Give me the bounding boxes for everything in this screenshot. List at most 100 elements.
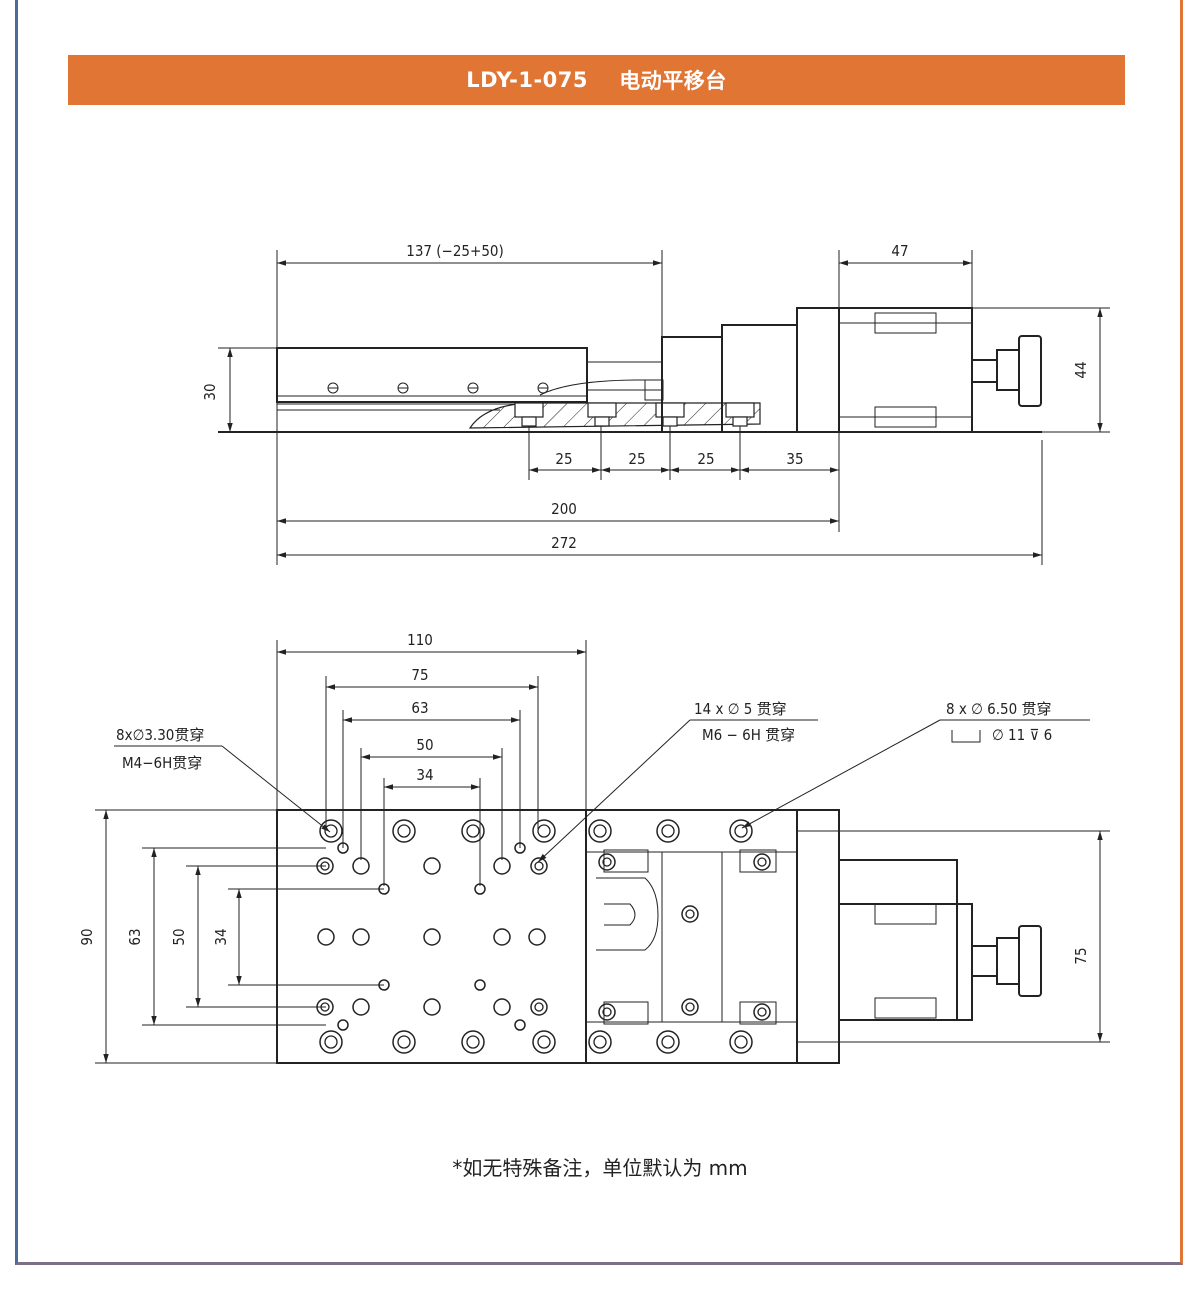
callout-right-2: ∅ 11 ⊽ 6 bbox=[992, 726, 1052, 744]
through-hole bbox=[352, 857, 370, 875]
counterbore-hole bbox=[729, 819, 753, 843]
small-hole bbox=[337, 842, 349, 854]
threaded-hole-inner bbox=[757, 857, 767, 867]
page-frame bbox=[15, 0, 1183, 1265]
counterbore-hole bbox=[729, 1030, 753, 1054]
threaded-hole bbox=[530, 998, 548, 1016]
threaded-hole bbox=[681, 905, 699, 923]
dim-travel: 137 (−25+50) bbox=[406, 242, 504, 260]
dim-v-34: 34 bbox=[212, 928, 230, 945]
footnote: *如无特殊备注，单位默认为 mm bbox=[452, 1156, 748, 1180]
threaded-hole bbox=[753, 853, 771, 871]
counterbore-hole bbox=[588, 1030, 612, 1054]
dim-v-90: 90 bbox=[78, 928, 96, 945]
through-hole bbox=[423, 928, 441, 946]
threaded-hole bbox=[316, 998, 334, 1016]
dim-63: 63 bbox=[411, 699, 428, 717]
counterbore-hole-inner bbox=[466, 1035, 480, 1049]
dim-spacing-3: 25 bbox=[697, 450, 714, 468]
threaded-hole-inner bbox=[320, 861, 330, 871]
dim-motor: 47 bbox=[891, 242, 908, 260]
dim-height-right: 44 bbox=[1072, 361, 1090, 378]
dim-v-50: 50 bbox=[170, 928, 188, 945]
dim-spacing-4: 35 bbox=[786, 450, 803, 468]
product-name: 电动平移台 bbox=[619, 69, 727, 93]
dim-v-63: 63 bbox=[126, 928, 144, 945]
dim-50: 50 bbox=[416, 736, 433, 754]
counterbore-hole-inner bbox=[661, 824, 675, 838]
threaded-hole bbox=[753, 1003, 771, 1021]
threaded-hole-inner bbox=[320, 1002, 330, 1012]
threaded-hole bbox=[316, 857, 334, 875]
small-hole bbox=[337, 1019, 349, 1031]
top-view-holes bbox=[316, 819, 771, 1054]
side-view: 137 (−25+50) 47 30 44 bbox=[201, 242, 1110, 565]
threaded-hole bbox=[681, 998, 699, 1016]
small-hole bbox=[514, 842, 526, 854]
through-hole bbox=[493, 857, 511, 875]
through-hole bbox=[352, 928, 370, 946]
counterbore-hole-inner bbox=[324, 824, 338, 838]
small-hole bbox=[378, 979, 390, 991]
threaded-hole bbox=[598, 1003, 616, 1021]
counterbore-hole-inner bbox=[537, 1035, 551, 1049]
counterbore-hole bbox=[319, 1030, 343, 1054]
counterbore-hole-inner bbox=[661, 1035, 675, 1049]
counterbore-hole bbox=[656, 819, 680, 843]
dim-total: 272 bbox=[551, 534, 577, 552]
counterbore-hole bbox=[532, 819, 556, 843]
counterbore-hole-inner bbox=[466, 824, 480, 838]
callout-right-1: 8 x ∅ 6.50 贯穿 bbox=[946, 700, 1052, 718]
dim-v-75: 75 bbox=[1072, 947, 1090, 964]
small-hole bbox=[514, 1019, 526, 1031]
counterbore-hole-inner bbox=[324, 1035, 338, 1049]
counterbore-hole bbox=[319, 819, 343, 843]
small-hole bbox=[474, 979, 486, 991]
dim-base: 200 bbox=[551, 500, 577, 518]
counterbore-hole bbox=[588, 819, 612, 843]
threaded-hole bbox=[530, 857, 548, 875]
through-hole bbox=[423, 998, 441, 1016]
callout-left-2: M4−6H贯穿 bbox=[122, 754, 202, 772]
counterbore-holes bbox=[514, 402, 755, 427]
small-hole bbox=[474, 883, 486, 895]
dim-spacing-2: 25 bbox=[628, 450, 645, 468]
threaded-hole-inner bbox=[534, 861, 544, 871]
counterbore-hole bbox=[392, 1030, 416, 1054]
small-hole bbox=[378, 883, 390, 895]
threaded-hole-inner bbox=[757, 1007, 767, 1017]
dim-width: 110 bbox=[407, 631, 433, 649]
callout-mid-1: 14 x ∅ 5 贯穿 bbox=[694, 700, 787, 718]
top-view: 110 75 63 50 34 90 63 50 34 bbox=[78, 631, 1110, 1064]
counterbore-hole bbox=[461, 819, 485, 843]
counterbore-hole bbox=[461, 1030, 485, 1054]
callout-mid-2: M6 − 6H 贯穿 bbox=[702, 726, 795, 744]
counterbore-hole bbox=[532, 1030, 556, 1054]
threaded-hole-inner bbox=[685, 909, 695, 919]
through-hole bbox=[493, 928, 511, 946]
counterbore-hole-inner bbox=[593, 824, 607, 838]
counterbore-hole-inner bbox=[537, 824, 551, 838]
counterbore-hole-inner bbox=[397, 824, 411, 838]
through-hole bbox=[317, 928, 335, 946]
product-model: LDY-1-075 bbox=[466, 68, 589, 92]
threaded-hole bbox=[598, 853, 616, 871]
threaded-hole-inner bbox=[534, 1002, 544, 1012]
counterbore-hole-inner bbox=[593, 1035, 607, 1049]
threaded-hole-inner bbox=[602, 1007, 612, 1017]
through-hole bbox=[423, 857, 441, 875]
counterbore-hole-inner bbox=[397, 1035, 411, 1049]
dim-75: 75 bbox=[411, 666, 428, 684]
through-hole bbox=[493, 998, 511, 1016]
threaded-hole-inner bbox=[685, 1002, 695, 1012]
dim-height-left: 30 bbox=[201, 383, 219, 400]
callout-left-1: 8x∅3.30贯穿 bbox=[116, 726, 204, 744]
counterbore-hole bbox=[656, 1030, 680, 1054]
title-banner: LDY-1-075 电动平移台 bbox=[68, 55, 1125, 105]
counterbore-hole-inner bbox=[734, 824, 748, 838]
counterbore-hole-inner bbox=[734, 1035, 748, 1049]
dim-spacing-1: 25 bbox=[555, 450, 572, 468]
through-hole bbox=[352, 998, 370, 1016]
through-hole bbox=[528, 928, 546, 946]
